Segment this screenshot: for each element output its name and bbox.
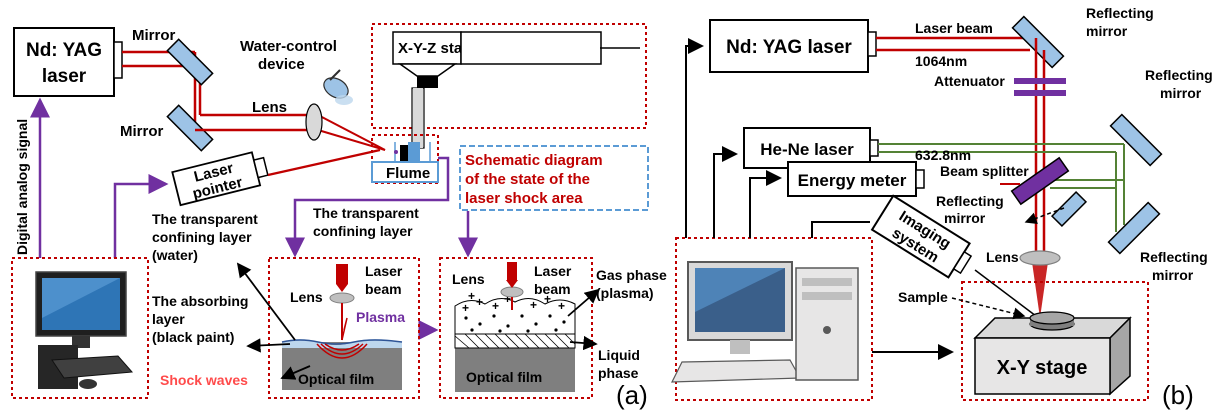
- digital-signal-label: Digital analog signal: [14, 119, 30, 255]
- inset-1: [268, 257, 420, 399]
- computer-box-b: [675, 237, 873, 401]
- svg-text:+: +: [476, 295, 483, 309]
- flume-label: Flume: [386, 165, 430, 182]
- inset2-laser-label-2: beam: [534, 281, 571, 297]
- rm2-label-1: Reflecting: [1145, 67, 1213, 83]
- mirror-bottom: [166, 104, 214, 152]
- schematic-box: [459, 145, 649, 211]
- computer-box-a: [11, 257, 149, 399]
- wavelength-1064: 1064nm: [915, 53, 967, 69]
- rm2-label-2: mirror: [1160, 85, 1202, 101]
- inset1-laser-label-1: Laser: [365, 263, 403, 279]
- svg-text:+: +: [504, 292, 511, 306]
- xyz-stage-box: [371, 23, 647, 129]
- nd-yag-laser-box: [13, 27, 115, 97]
- panel-b-label: (b): [1162, 380, 1194, 410]
- svg-text:+: +: [492, 299, 499, 313]
- reflecting-mirror-4: [1107, 201, 1161, 255]
- rm4-label-2: mirror: [1152, 267, 1194, 283]
- wavelength-632: 632.8nm: [915, 147, 971, 163]
- imaging-system: Imaging system: [870, 194, 973, 279]
- gas-phase-label-2: (plasma): [596, 285, 654, 301]
- nd-yag-nozzle: [113, 41, 123, 79]
- optical-film-block-2: [455, 348, 575, 392]
- panel-a-label: (a): [616, 380, 648, 410]
- rm1-label-1: Reflecting: [1086, 5, 1154, 21]
- energy-meter-label: Energy meter: [798, 171, 907, 190]
- svg-text:+: +: [530, 298, 537, 312]
- mirror-bottom-label: Mirror: [120, 123, 164, 140]
- plasma-label: Plasma: [356, 309, 405, 325]
- nd-yag-laser-b: [709, 19, 869, 73]
- reflecting-mirror-3: [1050, 190, 1088, 228]
- confining-left-label-3: (water): [152, 247, 198, 263]
- inset1-laser-label-2: beam: [365, 281, 402, 297]
- inset-2: [439, 257, 593, 399]
- confining-left-label-2: confining layer: [152, 229, 252, 245]
- beam-splitter-label: Beam splitter: [940, 163, 1029, 179]
- nd-yag-label-1: Nd: YAG: [26, 40, 102, 61]
- inset2-laser-label-1: Laser: [534, 263, 572, 279]
- water-control-label-1: Water-control: [240, 38, 337, 55]
- confining-mid-label-1: The transparent: [313, 205, 419, 221]
- lens-a: [305, 103, 323, 141]
- absorbing-label-2: layer: [152, 311, 185, 327]
- rm4-label-1: Reflecting: [1140, 249, 1208, 265]
- beam-splitter: [1010, 156, 1070, 206]
- computer-icon-b: [671, 261, 859, 383]
- water-control-label-2: device: [258, 56, 305, 73]
- svg-text:+: +: [462, 301, 469, 315]
- optical-film-2-label: Optical film: [466, 369, 542, 385]
- attenuator-label: Attenuator: [934, 73, 1005, 89]
- panel-a: Nd: YAG laser Mirror Mirror Lens Water-c…: [11, 23, 667, 410]
- he-ne-label: He-Ne laser: [760, 140, 854, 159]
- absorbing-label-3: (black paint): [152, 329, 234, 345]
- gas-phase-label-1: Gas phase: [596, 267, 667, 283]
- confining-mid-label-2: confining layer: [313, 223, 413, 239]
- laser-pointer: Laser pointer: [171, 151, 269, 207]
- panel-b: Nd: YAG laser Laser beam 1064nm Reflecti…: [671, 5, 1213, 410]
- xy-stage-label: X-Y stage: [997, 357, 1088, 379]
- schematic-label-2: of the state of the: [465, 171, 590, 188]
- attenuator-1: [1014, 78, 1066, 84]
- liquid-phase-label-1: Liquid: [598, 347, 640, 363]
- lens-b: [1019, 250, 1061, 266]
- nd-yag-b-label: Nd: YAG laser: [726, 37, 852, 58]
- rm3-label-2: mirror: [944, 210, 986, 226]
- nd-yag-label-2: laser: [42, 66, 87, 87]
- attenuator-2: [1014, 90, 1066, 96]
- mirror-top: [166, 38, 214, 86]
- inset2-lens-label: Lens: [452, 271, 485, 287]
- schematic-label-1: Schematic diagram: [465, 152, 603, 169]
- computer-icon-a: [35, 271, 134, 389]
- reflecting-mirror-1: [1011, 15, 1065, 69]
- optical-film-1-label: Optical film: [298, 371, 374, 387]
- rm3-label-1: Reflecting: [936, 193, 1004, 209]
- inset1-lens-label: Lens: [290, 289, 323, 305]
- confining-left-label-1: The transparent: [152, 211, 258, 227]
- laser-beam-label: Laser beam: [915, 20, 993, 36]
- liquid-phase-label-2: phase: [598, 365, 639, 381]
- lens-b-label: Lens: [986, 249, 1019, 265]
- energy-meter: [787, 161, 917, 197]
- absorbing-label-1: The absorbing: [152, 293, 248, 309]
- flume: [371, 161, 439, 183]
- mirror-top-label: Mirror: [132, 27, 176, 44]
- rm1-label-2: mirror: [1086, 23, 1128, 39]
- sample-label: Sample: [898, 289, 948, 305]
- stage-box: [961, 281, 1149, 401]
- reflecting-mirror-2: [1109, 113, 1163, 167]
- svg-text:+: +: [544, 292, 551, 306]
- lens-a-label: Lens: [252, 99, 287, 116]
- xy-stage: [974, 337, 1111, 395]
- schematic-label-3: laser shock area: [465, 190, 583, 207]
- shock-waves-label: Shock waves: [160, 372, 248, 388]
- svg-text:+: +: [468, 289, 475, 303]
- svg-text:+: +: [558, 299, 565, 313]
- water-control-icon: [323, 69, 353, 105]
